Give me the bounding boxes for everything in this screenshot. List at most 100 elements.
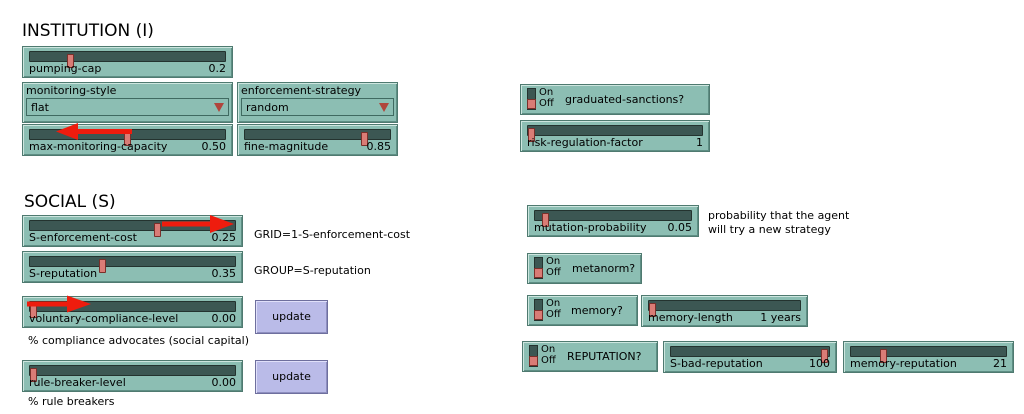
slider-thumb[interactable] — [154, 223, 162, 237]
risk-regulation-factor-slider[interactable]: risk-regulation-factor 1 — [520, 120, 710, 152]
slider-thumb[interactable] — [649, 303, 656, 317]
switch-knob[interactable] — [529, 356, 538, 366]
switch-on-label: On — [539, 87, 554, 98]
slider-value: 1 — [696, 136, 703, 149]
slider-label: pumping-cap — [29, 62, 102, 75]
switch-label: memory? — [571, 304, 623, 317]
slider-value: 0.25 — [211, 231, 237, 244]
slider-thumb[interactable] — [542, 213, 550, 227]
slider-label: S-enforcement-cost — [29, 231, 137, 244]
switch-off-label: Off — [546, 309, 561, 320]
slider-label: voluntary-compliance-level — [29, 312, 179, 325]
switch-knob[interactable] — [527, 99, 536, 109]
update-compliance-button[interactable]: update — [255, 300, 328, 334]
slider-label: risk-regulation-factor — [527, 136, 643, 149]
switch-knob[interactable] — [534, 268, 543, 278]
switch-knob[interactable] — [534, 310, 543, 320]
mutation-note-line1: probability that the agent — [708, 209, 850, 222]
slider-track — [29, 51, 226, 68]
graduated-sanctions-switch[interactable]: On Off graduated-sanctions? — [520, 84, 710, 115]
slider-track — [29, 256, 236, 273]
slider-thumb[interactable] — [30, 368, 37, 382]
slider-thumb[interactable] — [98, 259, 106, 273]
reputation-switch[interactable]: On Off REPUTATION? — [522, 341, 658, 372]
chooser-select[interactable]: flat — [26, 98, 229, 116]
slider-value: 1 years — [760, 311, 801, 324]
slider-label: rule-breaker-level — [29, 376, 126, 389]
slider-thumb[interactable] — [67, 54, 75, 68]
rule-breaker-level-slider[interactable]: rule-breaker-level 0.00 — [22, 360, 243, 392]
chooser-label: enforcement-strategy — [241, 84, 362, 97]
switch-label: metanorm? — [572, 262, 636, 275]
slider-track — [527, 125, 703, 142]
section-title-institution: INSTITUTION (I) — [22, 21, 154, 41]
group-note: GROUP=S-reputation — [254, 264, 371, 277]
voluntary-compliance-level-slider[interactable]: voluntary-compliance-level 0.00 — [22, 296, 243, 328]
s-bad-reputation-slider[interactable]: S-bad-reputation 100 — [663, 341, 837, 373]
slider-label: S-bad-reputation — [670, 357, 763, 370]
slider-value: 0.50 — [201, 140, 227, 153]
slider-track — [648, 300, 801, 317]
pumping-cap-slider[interactable]: pumping-cap 0.2 — [22, 46, 233, 78]
memory-reputation-slider[interactable]: memory-reputation 21 — [843, 341, 1014, 373]
chooser-select[interactable]: random — [241, 98, 394, 116]
monitoring-style-chooser[interactable]: monitoring-style flat — [22, 82, 233, 123]
switch-on-label: On — [546, 256, 561, 267]
slider-track — [850, 346, 1007, 363]
update-rule-breakers-button[interactable]: update — [255, 360, 328, 394]
slider-track — [244, 129, 391, 146]
metanorm-switch[interactable]: On Off metanorm? — [527, 253, 642, 284]
slider-value: 0.85 — [366, 140, 392, 153]
arrow-left-icon — [56, 123, 132, 140]
slider-thumb[interactable] — [528, 128, 535, 142]
switch-label: graduated-sanctions? — [565, 93, 685, 106]
arrow-right-icon — [162, 215, 234, 233]
fine-magnitude-slider[interactable]: fine-magnitude 0.85 — [237, 124, 398, 156]
slider-thumb[interactable] — [821, 349, 828, 363]
slider-label: mutation-probability — [534, 221, 647, 234]
slider-value: 0.05 — [667, 221, 693, 234]
enforcement-strategy-chooser[interactable]: enforcement-strategy random — [237, 82, 398, 123]
chooser-label: monitoring-style — [26, 84, 117, 97]
slider-thumb[interactable] — [880, 349, 888, 363]
slider-thumb[interactable] — [361, 132, 369, 146]
chooser-value: random — [246, 101, 289, 114]
slider-label: memory-length — [648, 311, 733, 324]
max-monitoring-capacity-slider[interactable]: max-monitoring-capacity 0.50 — [22, 124, 233, 156]
arrow-right-icon — [27, 295, 91, 313]
slider-value: 21 — [993, 357, 1007, 370]
s-enforcement-cost-slider[interactable]: S-enforcement-cost 0.25 — [22, 215, 243, 247]
memory-length-slider[interactable]: memory-length 1 years — [641, 295, 808, 327]
memory-switch[interactable]: On Off memory? — [527, 295, 638, 326]
s-reputation-slider[interactable]: S-reputation 0.35 — [22, 251, 243, 283]
grid-note: GRID=1-S-enforcement-cost — [254, 228, 411, 241]
switch-track — [534, 257, 543, 279]
slider-track — [29, 365, 236, 382]
chooser-value: flat — [31, 101, 49, 114]
slider-value: 0.00 — [211, 376, 237, 389]
slider-track — [29, 220, 236, 237]
slider-track — [534, 210, 692, 227]
switch-off-label: Off — [541, 355, 556, 366]
slider-label: S-reputation — [29, 267, 98, 280]
switch-off-label: Off — [539, 98, 554, 109]
slider-value: 100 — [809, 357, 830, 370]
switch-label: REPUTATION? — [567, 350, 642, 363]
mutation-probability-slider[interactable]: mutation-probability 0.05 — [527, 205, 699, 237]
slider-track — [670, 346, 830, 363]
slider-label: fine-magnitude — [244, 140, 329, 153]
slider-label: memory-reputation — [850, 357, 957, 370]
switch-track — [534, 299, 543, 321]
switch-on-label: On — [541, 344, 556, 355]
slider-value: 0.00 — [211, 312, 237, 325]
section-title-social: SOCIAL (S) — [24, 192, 116, 212]
switch-on-label: On — [546, 298, 561, 309]
dropdown-arrow-icon — [379, 103, 389, 112]
dropdown-arrow-icon — [214, 103, 224, 112]
compliance-advocates-note: % compliance advocates (social capital) — [28, 334, 249, 347]
slider-value: 0.35 — [211, 267, 237, 280]
switch-off-label: Off — [546, 267, 561, 278]
slider-label: max-monitoring-capacity — [29, 140, 168, 153]
switch-track — [527, 88, 536, 110]
switch-track — [529, 345, 538, 367]
